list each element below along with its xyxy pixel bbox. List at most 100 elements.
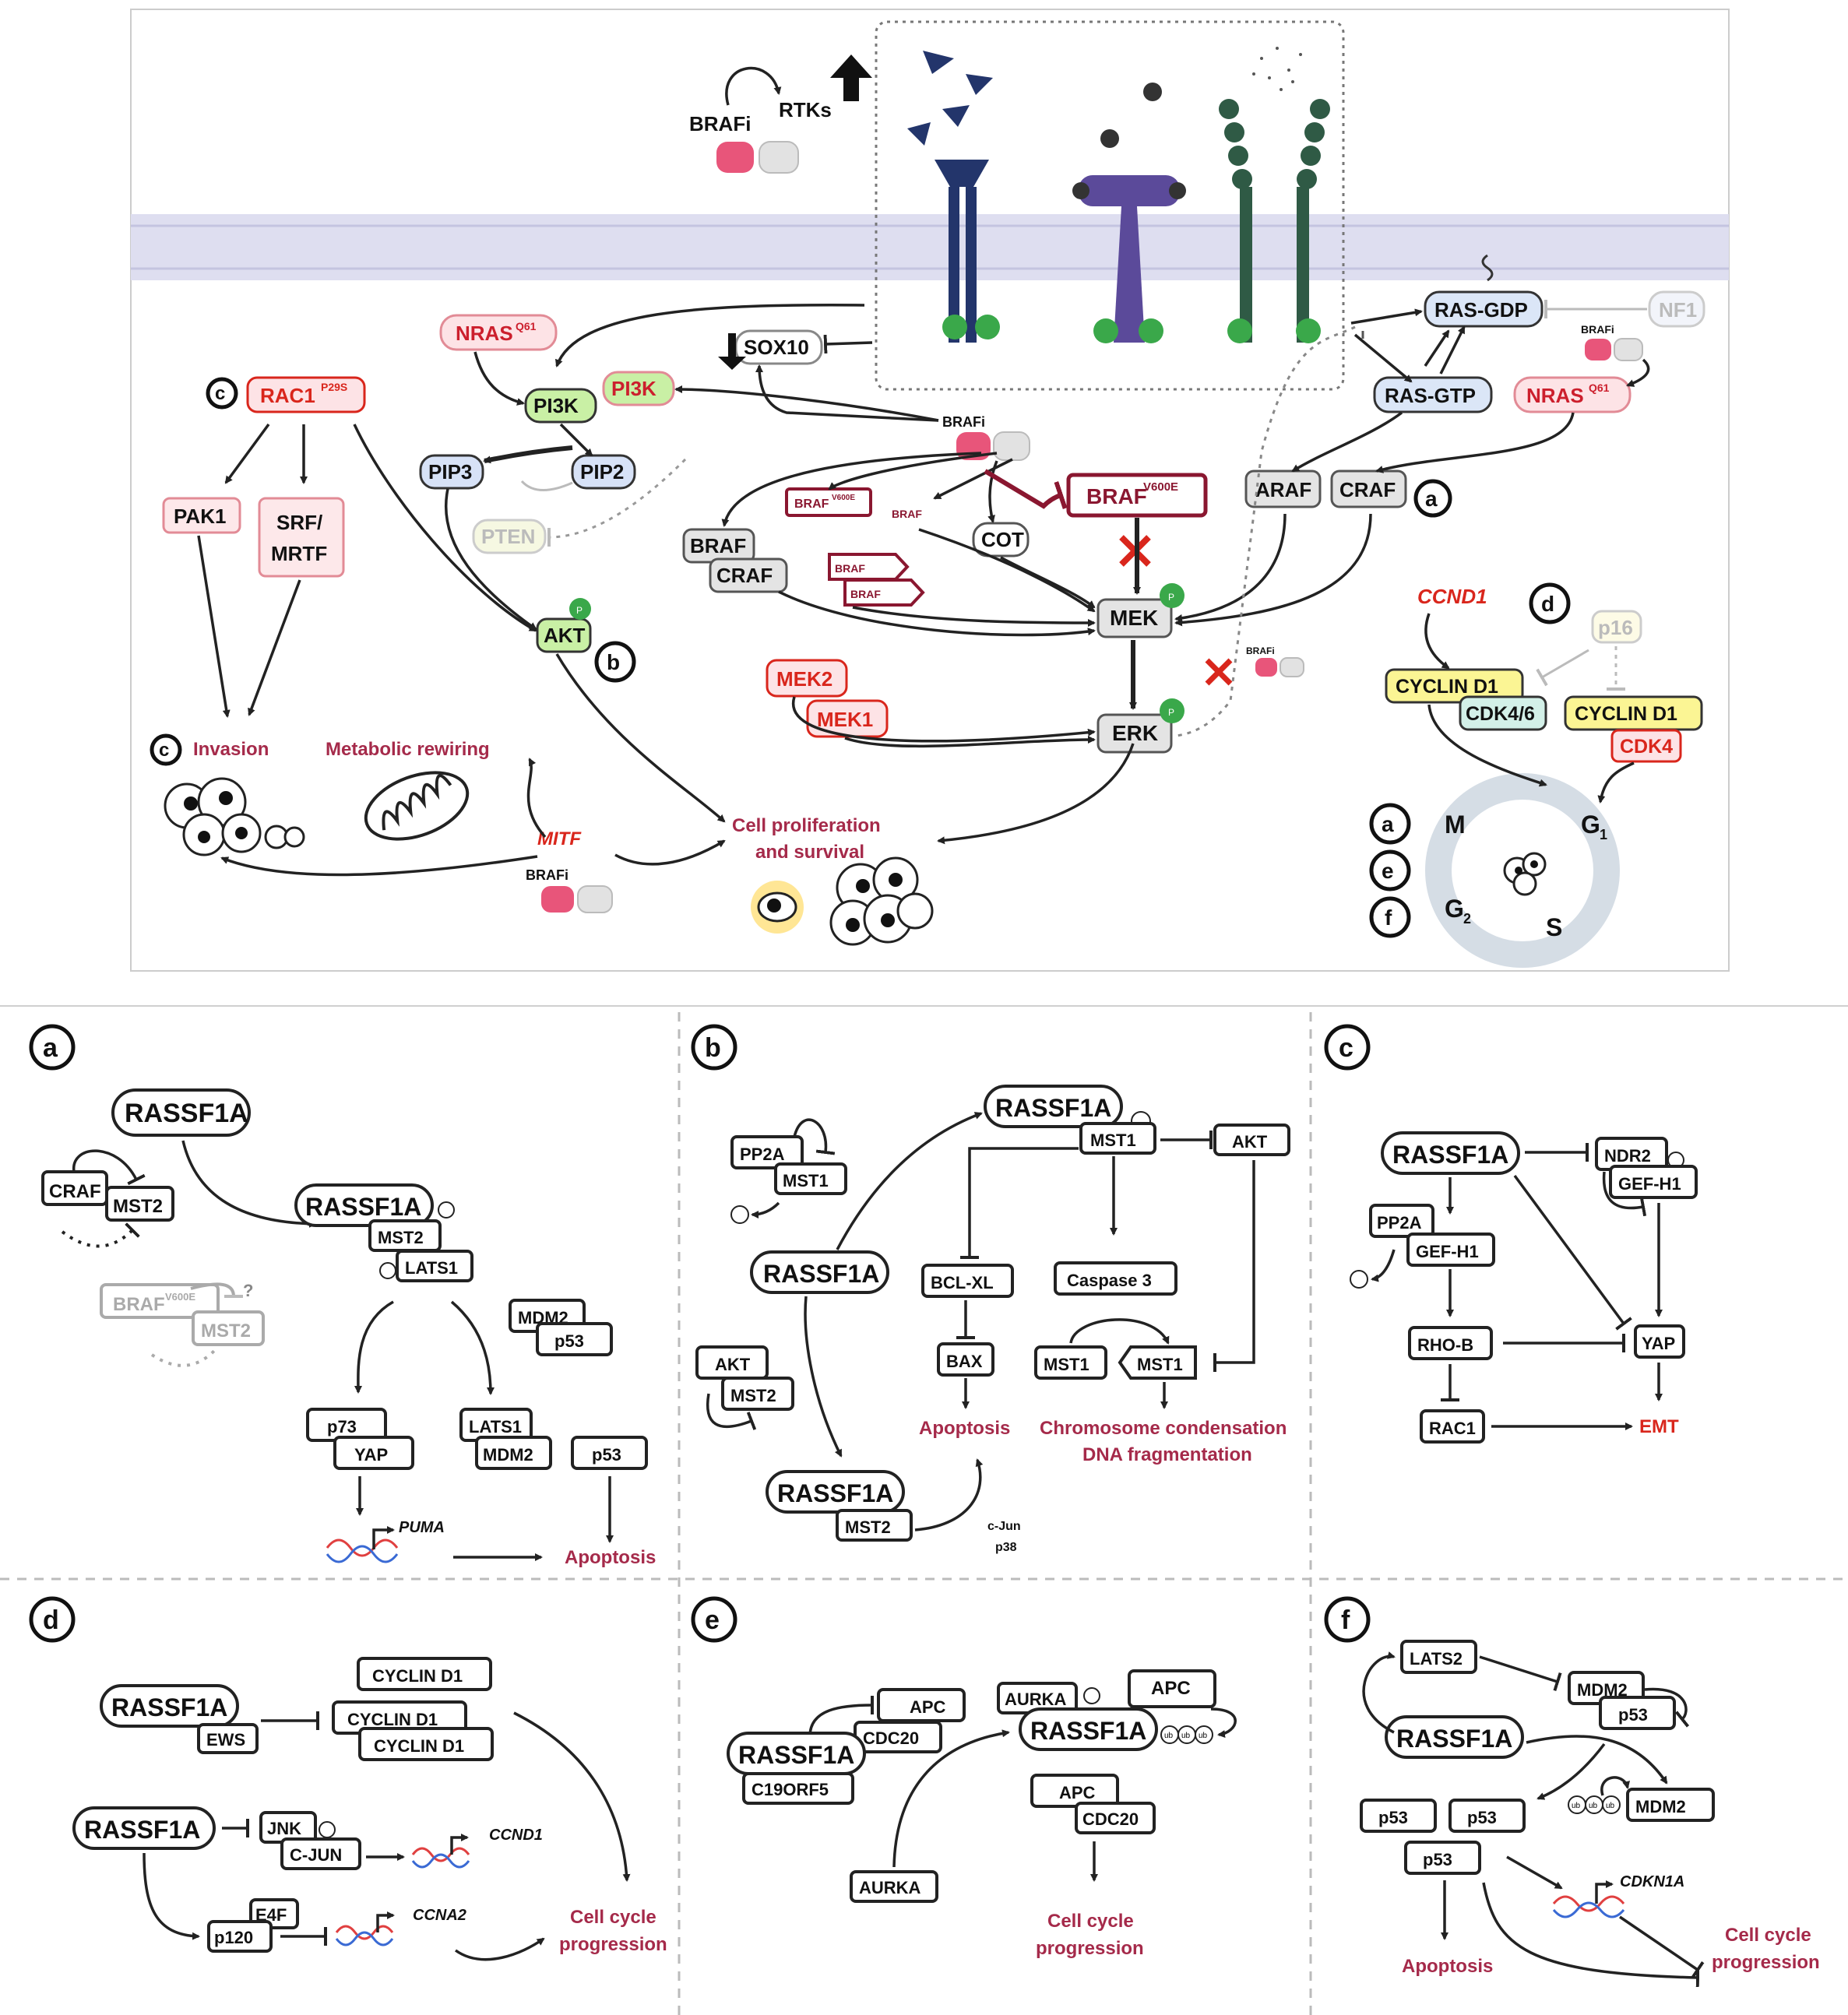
cell-cycle-wheel: M G 1 G 2 S	[1425, 773, 1620, 968]
invasion-label: Invasion	[193, 739, 269, 760]
node-akt-top: AKT P	[536, 598, 592, 653]
eye-icon	[751, 881, 804, 934]
a-mst2-complex: MST2	[378, 1228, 424, 1247]
panel-f-letter: f	[1324, 1596, 1371, 1643]
d-jnk: JNK	[267, 1819, 301, 1838]
svg-text:ub: ub	[1606, 1802, 1615, 1810]
svg-text:S: S	[1546, 913, 1562, 941]
svg-text:V600E: V600E	[832, 494, 855, 502]
panel-b: b RASSF1A MST1 AKT PP2A MST1 RASSF1A AKT…	[691, 1024, 1290, 1554]
svg-text:CDK4: CDK4	[1620, 736, 1673, 758]
node-srf-mrtf: SRF/ MRTF	[258, 497, 345, 578]
svg-text:V600E: V600E	[165, 1291, 195, 1303]
brafi-label-mid: BRAFi	[942, 414, 985, 430]
brafi-pill-icon	[1255, 657, 1304, 677]
svg-text:SOX10: SOX10	[744, 336, 809, 359]
svg-text:P: P	[1168, 592, 1174, 603]
e-aurka-bottom: AURKA	[859, 1878, 921, 1897]
svg-text:CYCLIN D1: CYCLIN D1	[1575, 703, 1677, 725]
svg-text:Q61: Q61	[1589, 382, 1610, 394]
e-rassf1a-left: RASSF1A	[738, 1741, 854, 1769]
svg-text:MRTF: MRTF	[271, 542, 327, 565]
d-ews: EWS	[206, 1730, 245, 1749]
b-mst1-cleaved: MST1	[1137, 1355, 1183, 1374]
node-ras-gtp: RAS-GTP	[1373, 376, 1493, 413]
node-mek-top: MEK P	[1096, 583, 1184, 638]
d-p120: p120	[214, 1928, 253, 1947]
b-akt-lower: AKT	[715, 1355, 751, 1374]
svg-text:ub: ub	[1164, 1732, 1174, 1740]
a-lats1-lower: LATS1	[469, 1417, 522, 1437]
svg-text:a: a	[43, 1033, 58, 1063]
node-sox10: SOX10	[734, 329, 823, 365]
svg-text:COT: COT	[981, 528, 1024, 551]
node-nras-left: NRAS Q61	[439, 314, 558, 351]
svg-text:p16: p16	[1598, 616, 1633, 639]
node-pi3k-2: PI3K	[602, 371, 675, 406]
svg-text:b: b	[705, 1033, 721, 1063]
f-p53-a: p53	[1378, 1808, 1408, 1827]
svg-text:PI3K: PI3K	[611, 377, 656, 400]
node-cot: COT	[972, 522, 1030, 557]
panel-f: f LATS2 MDM2 p53 RASSF1A ub ub ub MDM2 p…	[1324, 1596, 1820, 1988]
e-apc-complex: APC	[1151, 1678, 1191, 1699]
svg-text:NF1: NF1	[1659, 298, 1697, 322]
panel-b-letter: b	[691, 1024, 737, 1071]
e-c19orf5: C19ORF5	[752, 1780, 829, 1799]
svg-text:ARAF: ARAF	[1255, 478, 1311, 501]
badge-f-cycle: f	[1369, 896, 1411, 938]
panel-e: e APC CDC20 RASSF1A C19ORF5 AURKA AURKA …	[691, 1596, 1237, 1959]
d-rassf1a-top: RASSF1A	[111, 1693, 227, 1721]
receptor-rtk-2	[1072, 83, 1186, 343]
svg-text:ub: ub	[1589, 1802, 1598, 1810]
panel-grid	[0, 1005, 1848, 2015]
brafi-label-erk: BRAFi	[1246, 645, 1275, 656]
c-ndr2: NDR2	[1604, 1146, 1651, 1166]
a-p73: p73	[327, 1417, 357, 1437]
b-mst1-top: MST1	[1090, 1131, 1136, 1150]
panel-c-letter: c	[1324, 1024, 1371, 1071]
node-araf: ARAF	[1244, 469, 1322, 508]
e-cell-cycle-1: Cell cycle	[1047, 1911, 1134, 1932]
a-yap: YAP	[354, 1445, 388, 1465]
svg-text:1: 1	[1600, 827, 1607, 842]
f-ubiquitin-chain-icon: ub ub ub	[1568, 1795, 1621, 1814]
braf-v600e-amplified: BRAF	[892, 508, 922, 520]
f-cdkn1a: CDKN1A	[1620, 1873, 1684, 1890]
node-pi3k-1: PI3K	[524, 388, 597, 424]
a-mdm2-lower: MDM2	[483, 1445, 533, 1465]
receptor-rtk-1	[907, 51, 1000, 343]
d-cell-cycle-1: Cell cycle	[570, 1907, 656, 1928]
svg-text:P29S: P29S	[321, 381, 347, 393]
b-rassf1a-mid: RASSF1A	[763, 1260, 879, 1288]
svg-text:CRAF: CRAF	[716, 564, 773, 587]
e-cdc20-lower: CDC20	[1082, 1809, 1139, 1829]
badge-d-ccnd1: d	[1529, 582, 1571, 624]
d-ccna2: CCNA2	[413, 1907, 466, 1924]
node-erk-top: ERK P	[1096, 698, 1184, 754]
c-rac1: RAC1	[1429, 1419, 1476, 1438]
a-braf: BRAF	[113, 1294, 165, 1315]
svg-text:b: b	[607, 650, 620, 674]
overview-panel: BRAFi RTKs NRAS Q61 SOX10 PI3K PI3K PIP3…	[130, 9, 1730, 972]
svg-text:e: e	[705, 1605, 720, 1635]
svg-text:c: c	[159, 740, 169, 761]
svg-text:e: e	[1382, 859, 1394, 883]
svg-text:BRAF: BRAF	[835, 562, 865, 575]
receptor-rtk-3	[1219, 47, 1330, 343]
b-mst2-bottom: MST2	[845, 1517, 891, 1537]
svg-text:BRAF: BRAF	[1086, 484, 1147, 508]
c-rhob: RHO-B	[1417, 1335, 1473, 1355]
mitochondrion-icon	[364, 771, 470, 841]
d-cyclind1-a: CYCLIN D1	[372, 1666, 463, 1686]
block-x-icon	[1205, 658, 1233, 686]
c-gefh1-top: GEF-H1	[1618, 1174, 1681, 1194]
ubiquitin-chain-icon: ub ub ub	[1160, 1725, 1213, 1744]
phospho-site	[942, 315, 967, 339]
svg-text:ub: ub	[1181, 1732, 1191, 1740]
svg-text:MEK: MEK	[1110, 606, 1158, 630]
svg-text:BRAF: BRAF	[690, 534, 746, 557]
panel-a-letter: a	[29, 1024, 76, 1071]
svg-text:a: a	[1382, 812, 1394, 836]
node-braf-craf-dimer: BRAF CRAF	[682, 528, 788, 593]
